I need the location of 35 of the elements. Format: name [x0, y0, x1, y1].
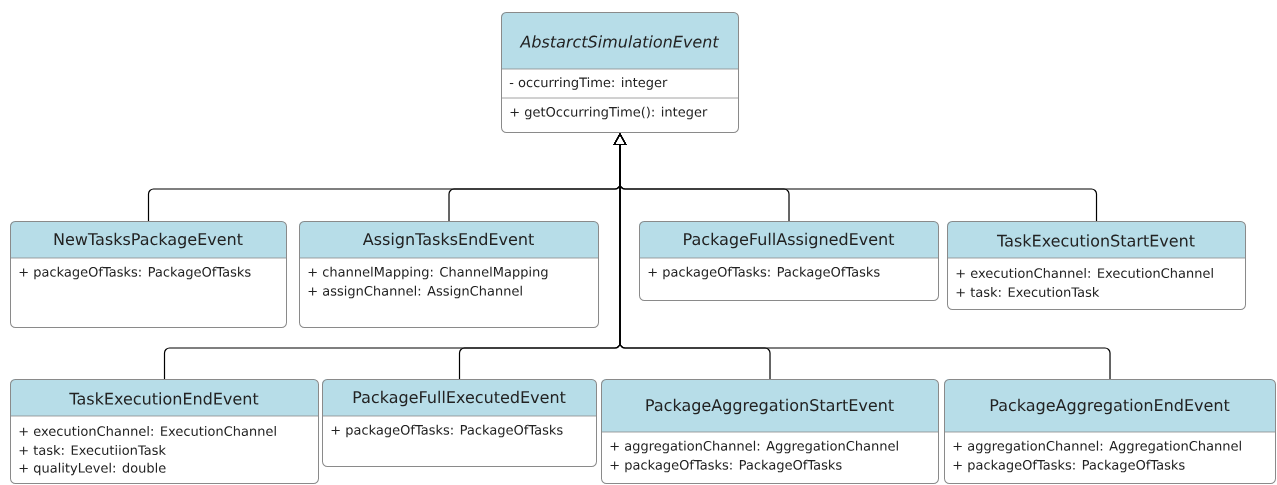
method-text: + getOccurringTime(): integer: [510, 106, 708, 120]
attribute-text: + packageOfTasks: PackageOfTasks: [610, 459, 842, 473]
class-name: AbstarctSimulationEvent: [519, 35, 720, 48]
class-name: PackageFullExecutedEvent: [353, 390, 566, 407]
attribute-text: + assignChannel: AssignChannel: [308, 285, 522, 299]
attribute-text: + qualityLevel: double: [19, 462, 166, 476]
attribute-text: + packageOfTasks: PackageOfTasks: [19, 266, 251, 280]
class-name: TaskExecutionEndEvent: [69, 392, 259, 405]
class-box: [943, 379, 1276, 484]
class-name: NewTasksPackageEvent: [54, 232, 243, 249]
class-name: PackageFullAssignedEvent: [684, 232, 895, 249]
class-box: [600, 379, 939, 484]
class-name: TaskExecutionStartEvent: [997, 234, 1195, 247]
class-box: [946, 221, 1246, 310]
attribute-text: + packageOfTasks: PackageOfTasks: [953, 459, 1185, 473]
attribute-text: + executionChannel: ExecutionChannel: [956, 267, 1213, 279]
class-name: PackageAggregationStartEvent: [646, 398, 894, 415]
attribute-text: + aggregationChannel: AggregationChannel: [953, 440, 1241, 454]
class-box: [9, 221, 287, 328]
attribute-text: + executionChannel: ExecutionChannel: [19, 425, 276, 437]
attribute-text: + packageOfTasks: PackageOfTasks: [331, 424, 563, 438]
attribute-text: + aggregationChannel: AggregationChannel: [610, 440, 898, 454]
class-box: [638, 221, 939, 301]
class-name: PackageAggregationEndEvent: [990, 398, 1230, 415]
attribute-text: - occurringTime: integer: [509, 77, 668, 90]
attribute-text: + task: ExecutiionTask: [19, 444, 166, 456]
class-name: AssignTasksEndEvent: [362, 232, 534, 249]
attribute-text: + channelMapping: ChannelMapping: [308, 266, 548, 280]
inheritance-arrow: [613, 133, 1111, 380]
class-box: [321, 379, 597, 467]
class-box: [500, 12, 739, 133]
attribute-text: + packageOfTasks: PackageOfTasks: [648, 266, 880, 280]
attribute-text: + task: ExecutionTask: [956, 286, 1100, 298]
class-box: [9, 379, 319, 484]
class-box: [298, 221, 599, 328]
